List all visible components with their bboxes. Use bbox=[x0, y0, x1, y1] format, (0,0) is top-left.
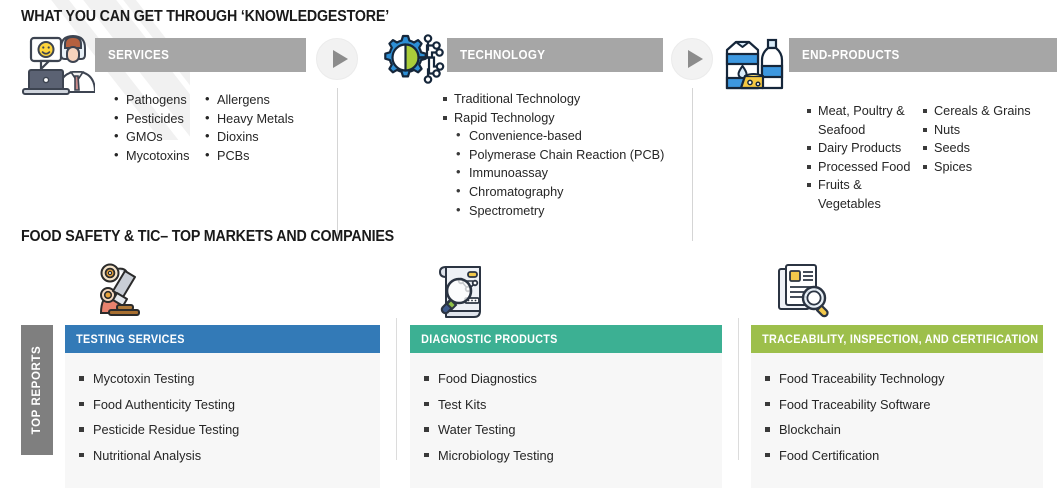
list-item: Mycotoxins bbox=[113, 146, 204, 166]
list-item: Cereals & Grains bbox=[921, 102, 1031, 121]
card-header-diagnostic-products: DIAGNOSTIC PRODUCTS bbox=[410, 325, 722, 353]
pillar-header-technology: TECHNOLOGY bbox=[447, 38, 663, 72]
list-item: Traditional Technology bbox=[441, 90, 664, 109]
card-body-testing-services: Mycotoxin Testing Food Authenticity Test… bbox=[65, 353, 380, 488]
document-magnifier-icon bbox=[432, 263, 494, 321]
list-item: Nuts bbox=[921, 121, 1031, 140]
list-item: Blockchain bbox=[751, 417, 1043, 443]
list-item: Seeds bbox=[921, 139, 1031, 158]
card-header-testing-services: TESTING SERVICES bbox=[65, 325, 380, 353]
list-item: Chromatography bbox=[455, 182, 664, 202]
page-title-top: WHAT YOU CAN GET THROUGH ‘KNOWLEDGESTORE… bbox=[21, 8, 389, 25]
end-products-lists: Meat, Poultry & Seafood Dairy Products P… bbox=[805, 102, 1031, 214]
pillar-header-end-products: END-PRODUCTS bbox=[789, 38, 1057, 72]
end-products-column-2: Cereals & Grains Nuts Seeds Spices bbox=[921, 102, 1031, 214]
bottom-cards-row: TOP REPORTS TEST bbox=[0, 240, 1057, 500]
list-item: Processed Food bbox=[805, 158, 921, 177]
list-item: Food Traceability Software bbox=[751, 392, 1043, 418]
card-diagnostic-products[interactable]: DIAGNOSTIC PRODUCTS Food Diagnostics Tes… bbox=[410, 265, 722, 488]
list-item: PCBs bbox=[204, 146, 294, 166]
services-column-2: Allergens Heavy Metals Dioxins PCBs bbox=[204, 90, 294, 166]
list-item: Heavy Metals bbox=[204, 109, 294, 129]
list-item: Food Authenticity Testing bbox=[65, 392, 380, 418]
end-products-column-1: Meat, Poultry & Seafood Dairy Products P… bbox=[805, 102, 921, 214]
card-traceability-inspection-certification[interactable]: TRACEABILITY, INSPECTION, AND CERTIFICAT… bbox=[751, 264, 1043, 488]
list-item: Mycotoxin Testing bbox=[65, 366, 380, 392]
list-item: Rapid Technology bbox=[441, 109, 664, 128]
support-agent-icon bbox=[21, 30, 97, 96]
list-item: Immunoassay bbox=[455, 163, 664, 183]
list-item: Water Testing bbox=[410, 417, 722, 443]
technology-lists: Traditional Technology Rapid Technology … bbox=[441, 90, 664, 220]
dairy-products-icon bbox=[715, 30, 789, 96]
services-column-1: Pathogens Pesticides GMOs Mycotoxins bbox=[113, 90, 204, 166]
list-item: Test Kits bbox=[410, 392, 722, 418]
card-body-diagnostic-products: Food Diagnostics Test Kits Water Testing… bbox=[410, 353, 722, 488]
documents-inspection-icon bbox=[773, 263, 835, 321]
card-body-traceability: Food Traceability Technology Food Tracea… bbox=[751, 353, 1043, 488]
card-divider-1 bbox=[396, 318, 397, 460]
list-item: Pesticide Residue Testing bbox=[65, 417, 380, 443]
list-item: Nutritional Analysis bbox=[65, 443, 380, 469]
pillar-header-services: SERVICES bbox=[95, 38, 306, 72]
list-item: Pesticides bbox=[113, 109, 204, 129]
play-triangle-icon-1[interactable] bbox=[316, 38, 358, 80]
technology-sublist: Convenience-based Polymerase Chain React… bbox=[455, 126, 664, 221]
list-item: Allergens bbox=[204, 90, 294, 110]
services-lists: Pathogens Pesticides GMOs Mycotoxins All… bbox=[113, 90, 294, 166]
list-item: Convenience-based bbox=[455, 126, 664, 146]
list-item: Food Diagnostics bbox=[410, 366, 722, 392]
technology-list: Traditional Technology Rapid Technology bbox=[441, 90, 664, 127]
list-item: Microbiology Testing bbox=[410, 443, 722, 469]
list-item: Dioxins bbox=[204, 127, 294, 147]
list-item: Fruits & Vegetables bbox=[805, 176, 881, 213]
card-divider-2 bbox=[738, 318, 739, 460]
list-item: Spices bbox=[921, 158, 1031, 177]
divider-1 bbox=[337, 88, 338, 241]
side-tab-top-reports: TOP REPORTS bbox=[21, 325, 53, 455]
side-tab-label: TOP REPORTS bbox=[31, 345, 43, 435]
card-header-traceability: TRACEABILITY, INSPECTION, AND CERTIFICAT… bbox=[751, 325, 1043, 353]
list-item: Pathogens bbox=[113, 90, 204, 110]
play-triangle-icon-2[interactable] bbox=[671, 38, 713, 80]
microscope-robot-icon bbox=[87, 263, 149, 321]
list-item: Food Traceability Technology bbox=[751, 366, 1043, 392]
list-item: Dairy Products bbox=[805, 139, 921, 158]
list-item: GMOs bbox=[113, 127, 204, 147]
list-item: Spectrometry bbox=[455, 201, 664, 221]
top-pillars-row: SERVICES Pathogens Pesticides GMOs Mycot… bbox=[0, 28, 1057, 241]
page-title-bottom: FOOD SAFETY & TIC– TOP MARKETS AND COMPA… bbox=[21, 228, 395, 245]
list-item: Polymerase Chain Reaction (PCB) bbox=[455, 145, 664, 165]
list-item: Food Certification bbox=[751, 443, 1043, 469]
divider-2 bbox=[692, 88, 693, 241]
gear-circuit-icon bbox=[373, 30, 447, 96]
card-testing-services[interactable]: TESTING SERVICES Mycotoxin Testing Food … bbox=[65, 263, 380, 488]
list-item: Meat, Poultry & Seafood bbox=[805, 102, 921, 139]
